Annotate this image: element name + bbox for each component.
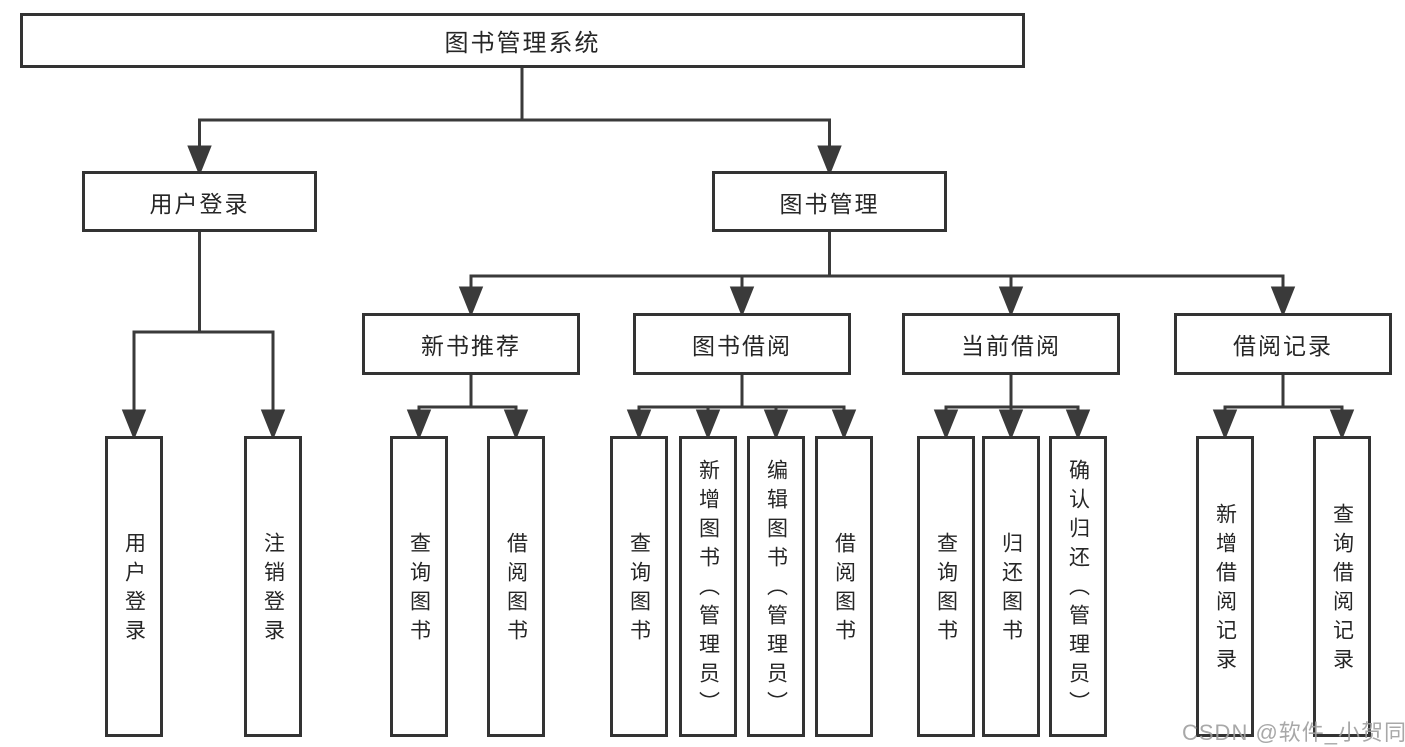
connector-new-book-recommend-to-leaves <box>406 375 529 441</box>
node-borrow-records: 借阅记录 <box>1174 313 1392 375</box>
node-new-book-recommend: 新书推荐 <box>362 313 580 375</box>
leaf-query-books-current: 查询图书 <box>917 436 975 737</box>
connector-current-borrow-to-leaves <box>933 375 1091 441</box>
connector-root-to-level2 <box>187 68 842 177</box>
leaf-user-login: 用户登录 <box>105 436 163 737</box>
leaf-query-borrow-record: 查询借阅记录 <box>1313 436 1371 737</box>
connector-book-borrow-to-leaves <box>626 375 857 441</box>
leaf-logout: 注销登录 <box>244 436 302 737</box>
node-book-management: 图书管理 <box>712 171 947 232</box>
leaf-return-books: 归还图书 <box>982 436 1040 737</box>
csdn-watermark: CSDN @软件_小贺同学 <box>1182 720 1405 745</box>
node-root-library-system: 图书管理系统 <box>20 13 1025 68</box>
leaf-query-books-borrow: 查询图书 <box>610 436 668 737</box>
leaf-borrow-books-recommend: 借阅图书 <box>487 436 545 737</box>
connector-borrow-records-to-leaves <box>1212 375 1355 441</box>
node-current-borrow: 当前借阅 <box>902 313 1120 375</box>
connector-book-management-to-level3 <box>458 232 1296 318</box>
leaf-add-books-admin: 新增图书（管理员） <box>679 436 737 737</box>
node-user-login: 用户登录 <box>82 171 317 232</box>
node-book-borrow: 图书借阅 <box>633 313 851 375</box>
leaf-add-borrow-record: 新增借阅记录 <box>1196 436 1254 737</box>
leaf-borrow-books: 借阅图书 <box>815 436 873 737</box>
leaf-confirm-return-admin: 确认归还（管理员） <box>1049 436 1107 737</box>
leaf-query-books-recommend: 查询图书 <box>390 436 448 737</box>
connector-user-login-to-leaves <box>121 232 286 441</box>
leaf-edit-books-admin: 编辑图书（管理员） <box>747 436 805 737</box>
